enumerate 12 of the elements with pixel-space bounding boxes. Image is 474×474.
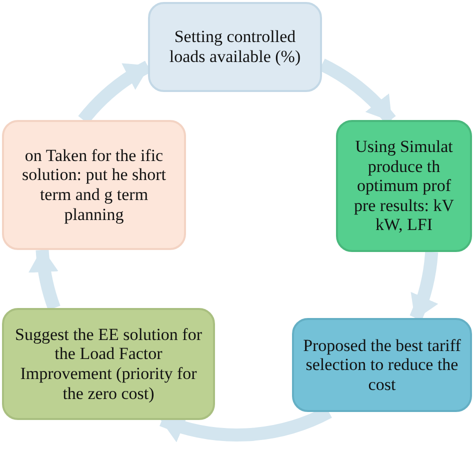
step-box (336, 120, 472, 252)
step-box (148, 2, 322, 92)
step-box (2, 120, 186, 250)
step-box (292, 318, 472, 412)
curved-arrow (410, 251, 438, 320)
step-text: Using Simulat produce th optimum prof pre results: kV kW, LFI (352, 137, 456, 235)
step-text: Setting controlled loads available (%) (168, 27, 302, 67)
step-text: Suggest the EE solution for the Load Factor Improvement (priority for the zero cost) (14, 324, 203, 404)
step-text: Proposed the best tariff selection to reduce the cost (302, 336, 462, 394)
step-box (2, 308, 215, 420)
step-text: on Taken for the ific solution: put he short term and g term planning (20, 146, 168, 224)
curved-arrow (29, 248, 60, 310)
